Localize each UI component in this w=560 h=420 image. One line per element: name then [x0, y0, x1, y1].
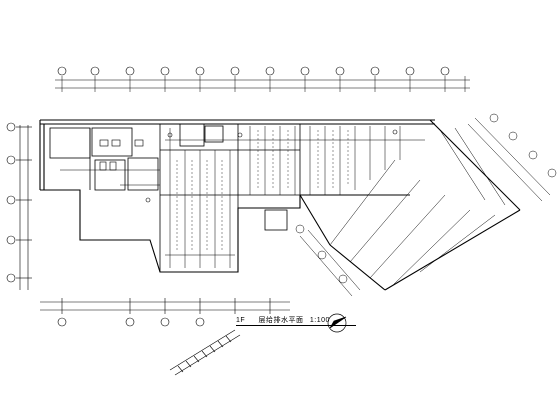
drawing-title: 1F 层给排水平面 1:100 — [236, 315, 356, 329]
lower-left-stair — [169, 329, 241, 376]
pipe-runs — [60, 126, 425, 268]
drawing-title-scale: 1:100 — [309, 317, 330, 324]
top-dimension-chain — [55, 76, 470, 92]
right-dimension-chain — [295, 113, 557, 297]
bottom-dimension-chain — [40, 298, 290, 327]
drawing-title-main: 层给排水平面 — [258, 317, 304, 324]
drawing-title-underline — [236, 325, 356, 326]
interior-walls — [49, 123, 301, 272]
pipe-drops — [176, 130, 349, 250]
top-axis-bubbles — [57, 66, 450, 76]
building-outline — [39, 119, 521, 291]
right-wing-grid — [329, 127, 506, 287]
drawing-title-prefix: 1F — [236, 317, 246, 324]
left-axis — [6, 122, 32, 290]
fixtures — [99, 129, 398, 203]
